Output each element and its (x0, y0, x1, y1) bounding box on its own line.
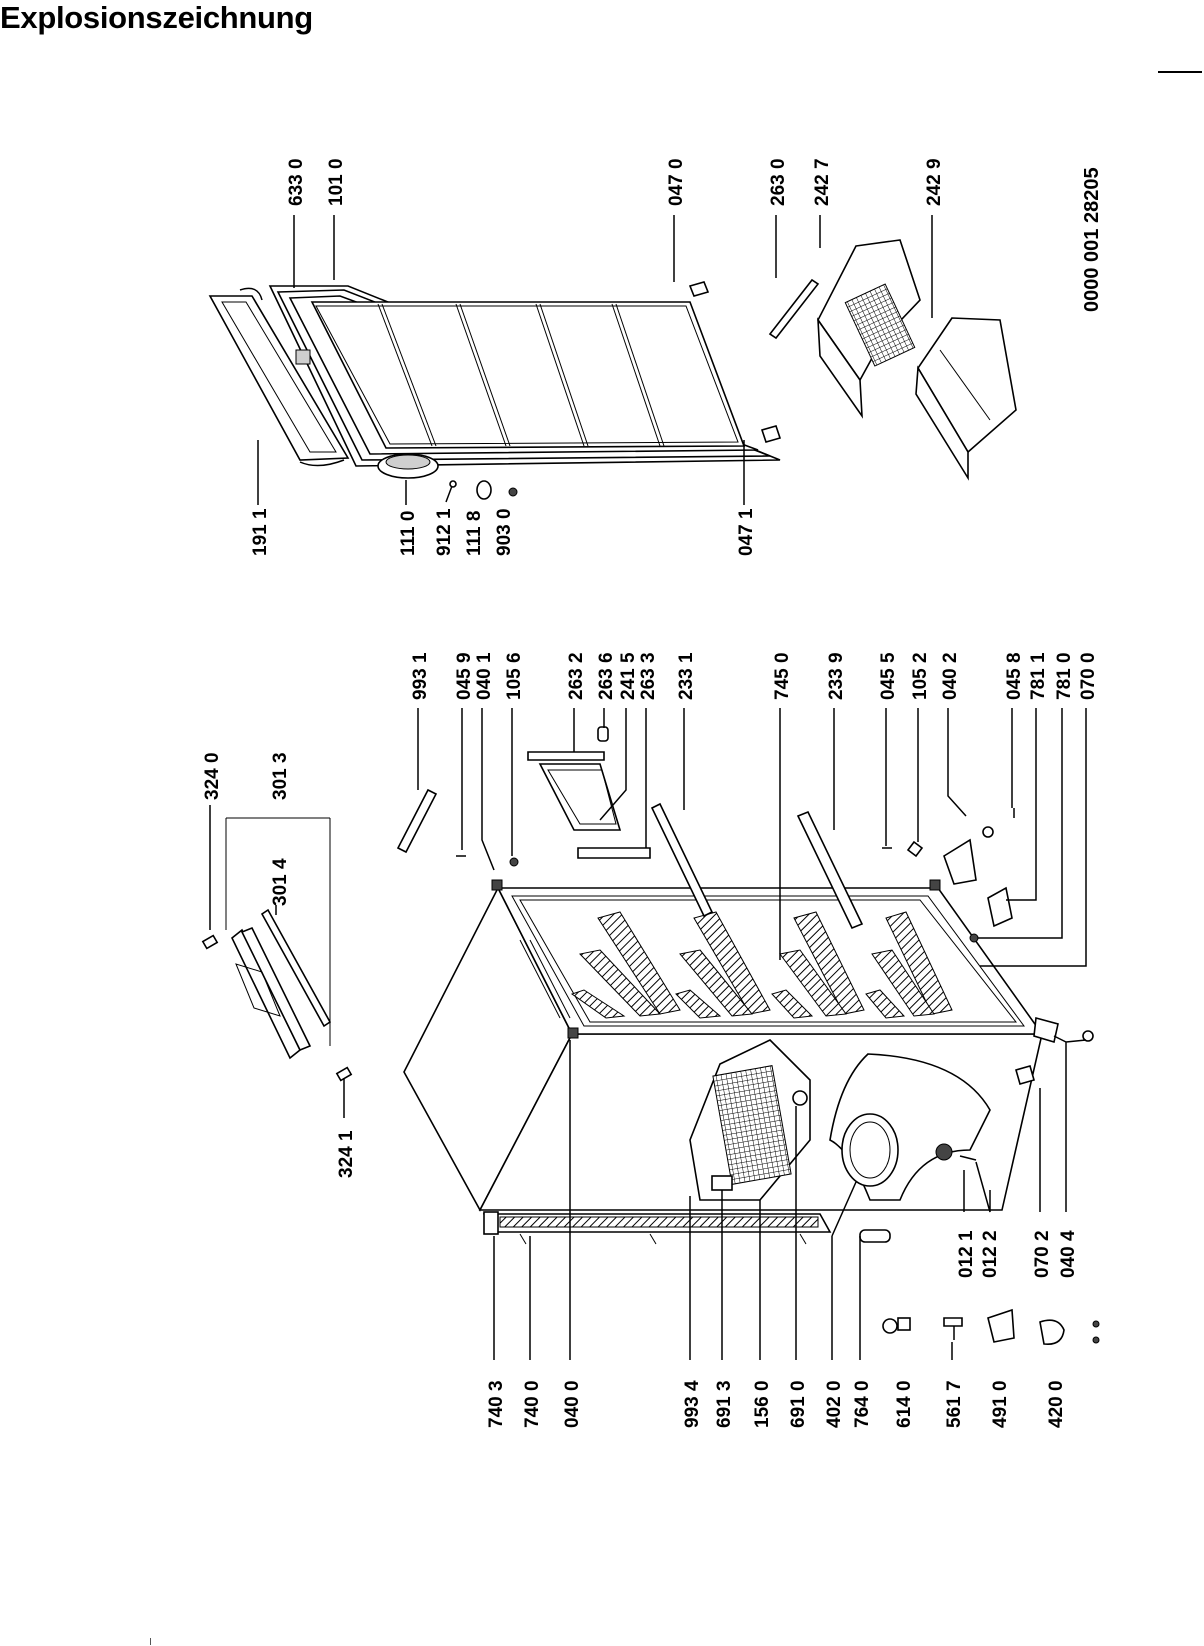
label-301-4: 301 4 (270, 858, 291, 906)
label-111-8: 111 8 (464, 511, 485, 556)
label-045-8: 045 8 (1004, 652, 1025, 700)
label-740-3: 740 3 (486, 1380, 507, 1428)
label-301-3: 301 3 (270, 752, 291, 800)
label-012-2: 012 2 (980, 1230, 1001, 1278)
label-993-4: 993 4 (682, 1380, 703, 1428)
label-691-0: 691 0 (788, 1380, 809, 1428)
leader-lines (209, 215, 1087, 1360)
cabinet-assembly (403, 879, 1044, 1245)
label-012-1: 012 1 (956, 1230, 977, 1278)
label-263-0: 263 0 (768, 158, 789, 206)
label-912-1: 912 1 (434, 508, 455, 556)
label-047-1: 047 1 (736, 508, 757, 556)
evaporator-shelves (570, 911, 953, 1019)
label-764-0: 764 0 (852, 1380, 873, 1428)
drawing-code: 0000 001 28205 (1081, 167, 1103, 312)
label-420-0: 420 0 (1046, 1380, 1067, 1428)
label-263-6: 263 6 (596, 652, 617, 700)
label-040-0: 040 0 (562, 1380, 583, 1428)
bottom-tick (150, 1638, 151, 1645)
label-993-1: 993 1 (410, 652, 431, 700)
label-101-0: 101 0 (326, 158, 347, 206)
label-324-0: 324 0 (202, 752, 223, 800)
label-740-0: 740 0 (522, 1380, 543, 1428)
label-491-0: 491 0 (990, 1380, 1011, 1428)
top-rule (1158, 71, 1202, 73)
label-561-7: 561 7 (944, 1380, 965, 1428)
label-105-6: 105 6 (504, 652, 525, 700)
door-assembly (208, 239, 1017, 503)
label-263-2: 263 2 (566, 652, 587, 700)
label-233-1: 233 1 (676, 652, 697, 700)
page-title: Explosionszeichnung (0, 0, 313, 35)
label-040-1: 040 1 (474, 652, 495, 700)
label-263-3: 263 3 (638, 652, 659, 700)
label-191-1: 191 1 (250, 508, 271, 556)
label-903-0: 903 0 (494, 508, 515, 556)
label-242-9: 242 9 (924, 158, 945, 206)
label-691-3: 691 3 (714, 1380, 735, 1428)
label-070-2: 070 2 (1032, 1230, 1053, 1278)
label-233-9: 233 9 (826, 652, 847, 700)
label-745-0: 745 0 (772, 652, 793, 700)
label-614-0: 614 0 (894, 1380, 915, 1428)
label-242-7: 242 7 (812, 158, 833, 206)
label-241-5: 241 5 (618, 652, 639, 700)
label-324-1: 324 1 (336, 1130, 357, 1178)
part-labels: 191 1 633 0 101 0 111 0 912 1 111 8 903 … (202, 158, 1103, 1428)
label-781-1: 781 1 (1028, 652, 1049, 700)
label-070-0: 070 0 (1078, 652, 1099, 700)
label-047-0: 047 0 (666, 158, 687, 206)
label-040-4: 040 4 (1058, 1230, 1079, 1278)
label-781-0: 781 0 (1054, 652, 1075, 700)
label-045-9: 045 9 (454, 652, 475, 700)
small-parts (201, 726, 1100, 1346)
label-633-0: 633 0 (286, 158, 307, 206)
label-402-0: 402 0 (824, 1380, 845, 1428)
label-040-2: 040 2 (940, 652, 961, 700)
label-156-0: 156 0 (752, 1380, 773, 1428)
label-045-5: 045 5 (878, 652, 899, 700)
label-105-2: 105 2 (910, 652, 931, 700)
label-111-0: 111 0 (398, 511, 419, 556)
